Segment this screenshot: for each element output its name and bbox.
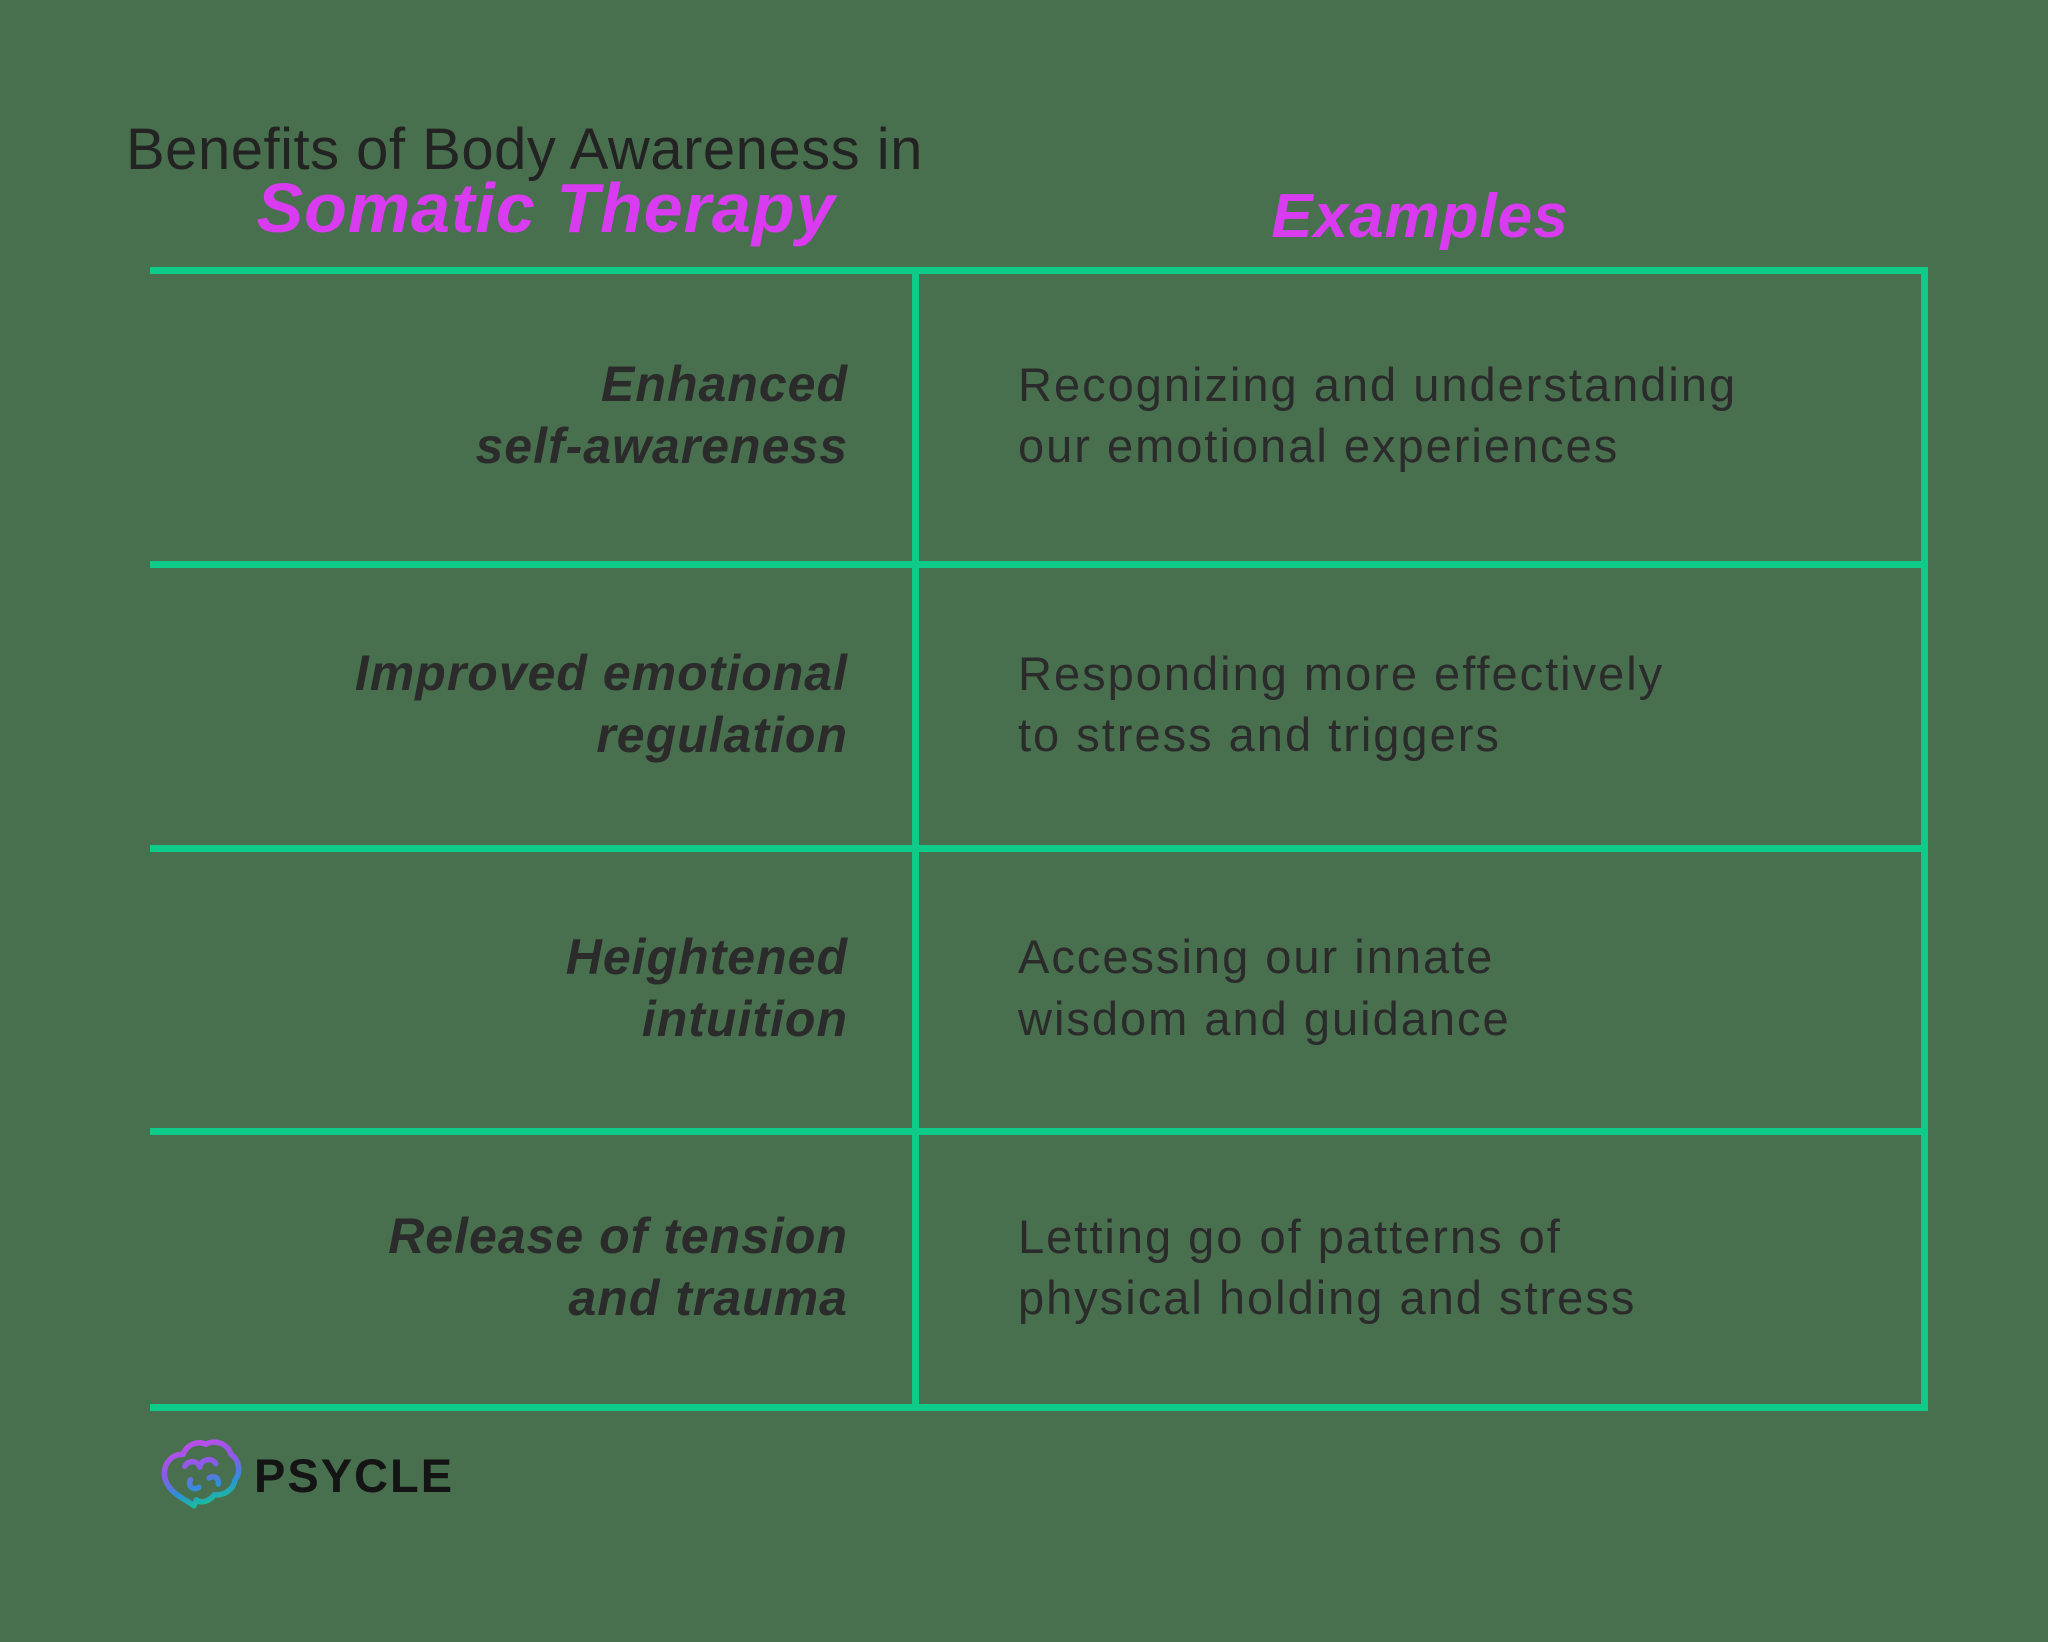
example-cell-release-of-tension-and-trauma: Letting go of patterns of physical holdi… [1018,1209,1637,1324]
page-title-line2: Somatic Therapy [256,169,836,247]
table-row-divider-1 [150,561,1928,568]
benefit-cell-heightened-intuition: Heightened intuition [565,928,848,1047]
table-row-divider-2 [150,845,1928,852]
example-cell-improved-emotional-regulation: Responding more effectively to stress an… [1018,646,1665,761]
table-row-divider-3 [150,1128,1928,1135]
brand-name: PSYCLE [254,1449,455,1502]
benefit-cell-improved-emotional-regulation: Improved emotional regulation [354,645,848,763]
example-cell-enhanced-self-awareness: Recognizing and understanding our emotio… [1018,357,1738,472]
benefit-cell-enhanced-self-awareness: Enhanced self-awareness [475,356,848,474]
table-bottom-border [150,1404,1928,1411]
page-title-line1: Benefits of Body Awareness in [126,117,923,182]
table-top-border [150,267,1928,274]
examples-column-header: Examples [1271,182,1569,251]
benefit-cell-release-of-tension-and-trauma: Release of tension and trauma [388,1208,848,1326]
brand-footer: PSYCLE [156,1436,454,1515]
table-column-divider [912,267,919,1411]
example-cell-heightened-intuition: Accessing our innate wisdom and guidance [1018,930,1511,1045]
brain-gradient-icon [156,1436,242,1515]
table-right-border [1921,267,1928,1411]
